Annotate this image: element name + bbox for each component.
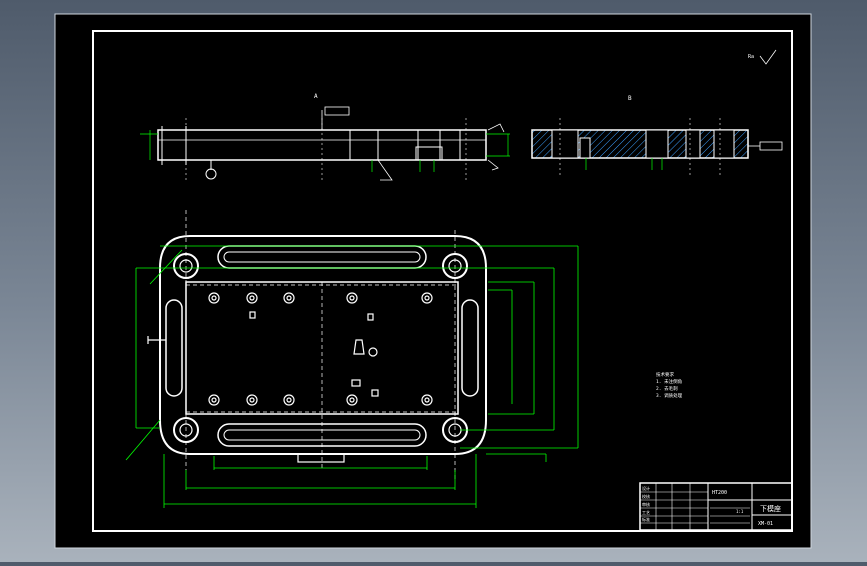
drawing-sheet (54, 13, 812, 549)
front-view-dimensions (140, 130, 510, 172)
svg-text:2. 去毛刺: 2. 去毛刺 (656, 385, 678, 392)
left-slot (165, 299, 183, 397)
svg-text:3. 调质处理: 3. 调质处理 (656, 392, 683, 399)
die-cavity (185, 281, 459, 415)
title-block-part-name: 下模座 (760, 504, 781, 513)
right-slot (461, 299, 479, 397)
svg-text:1. 未注倒角: 1. 未注倒角 (656, 378, 682, 385)
title-block (639, 482, 793, 531)
drawing-border (92, 30, 793, 532)
roughness-note: Ra (748, 54, 754, 60)
front-centerlines (185, 118, 467, 182)
section-view (531, 118, 783, 176)
section-view-label: B (628, 95, 632, 102)
svg-text:校核: 校核 (642, 493, 650, 499)
title-block-drawing-no: XM-01 (758, 521, 773, 527)
title-block-text: 设计 校核 审核 工艺 标准 HT200 下模座 XM-01 1:1 (642, 485, 781, 527)
front-view-label: A (314, 93, 318, 100)
surface-roughness-symbol (759, 49, 777, 65)
svg-text:审核: 审核 (642, 501, 650, 507)
svg-text:设计: 设计 (642, 485, 650, 491)
plan-dimensions (125, 245, 579, 508)
technical-notes: 技术要求 1. 未注倒角 2. 去毛刺 3. 调质处理 (656, 371, 683, 399)
plan-centerlines (185, 210, 458, 480)
bolt-holes (208, 292, 433, 406)
title-block-scale: 1:1 (736, 509, 744, 514)
title-block-material: HT200 (712, 490, 727, 496)
bottom-tab (297, 453, 345, 463)
plan-section-mark (147, 336, 166, 344)
svg-text:标准: 标准 (642, 516, 650, 522)
svg-text:工艺: 工艺 (642, 510, 650, 515)
svg-text:技术要求: 技术要求 (656, 371, 674, 378)
